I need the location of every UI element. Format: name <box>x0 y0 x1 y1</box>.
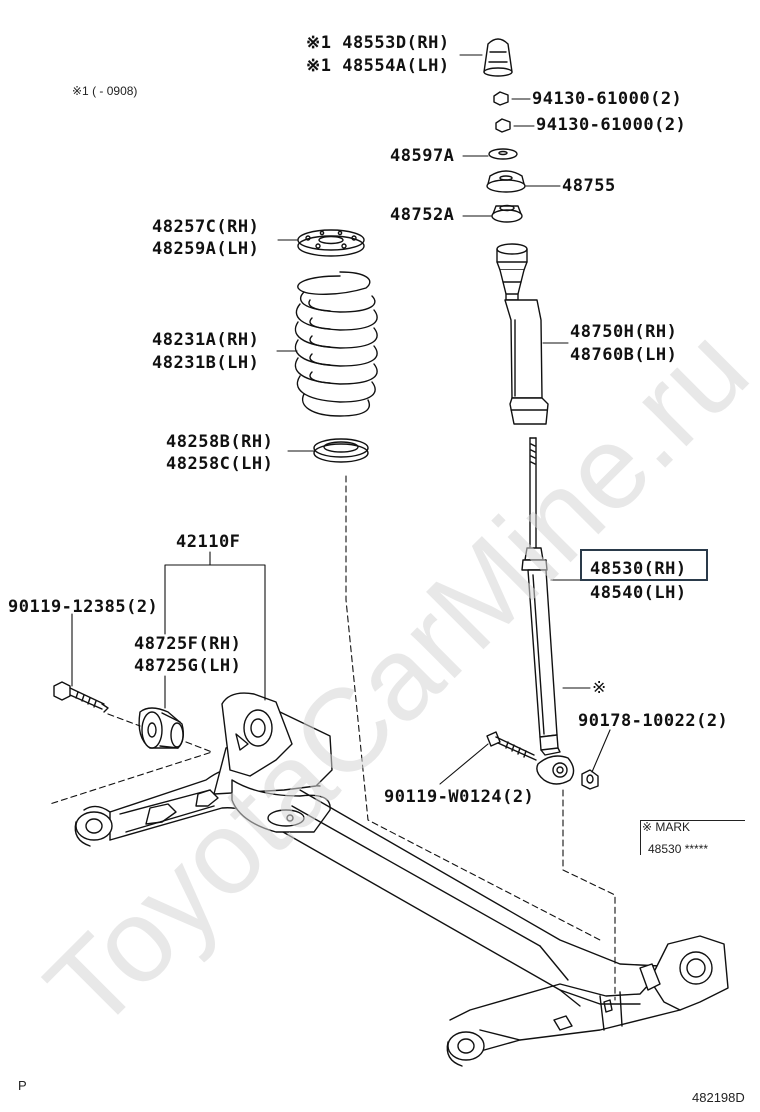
callout-spring-upper-seat-rh[interactable]: 48257C(RH) <box>152 217 260 237</box>
callout-boot-lh[interactable]: 48760B(LH) <box>570 345 678 365</box>
callout-lower-bolt[interactable]: 90119-W0124(2) <box>384 787 535 807</box>
bushing <box>138 707 185 749</box>
axle-bolt <box>53 681 109 713</box>
callout-spring-lh[interactable]: 48231B(LH) <box>152 353 260 373</box>
support <box>486 170 526 193</box>
callout-spring-lower-seat-rh[interactable]: 48258B(RH) <box>166 432 274 452</box>
callout-axle-bolt[interactable]: 90119-12385(2) <box>8 597 159 617</box>
callout-nut-2[interactable]: 94130-61000(2) <box>536 115 687 135</box>
coil-spring <box>294 271 378 417</box>
callout-bumper-rh[interactable]: ※1 48553D(RH) <box>306 33 450 53</box>
lower-nut <box>581 769 599 790</box>
nut-upper-2 <box>495 118 511 133</box>
page-code: P <box>18 1078 27 1093</box>
callout-bushing-lh[interactable]: 48725G(LH) <box>134 656 242 676</box>
callout-boot-rh[interactable]: 48750H(RH) <box>570 322 678 342</box>
callout-bushing-rh[interactable]: 48725F(RH) <box>134 634 242 654</box>
callout-bearing[interactable]: 48752A <box>390 205 455 225</box>
spring-upper-seat <box>297 229 365 257</box>
bump-stopper <box>483 38 513 77</box>
dust-boot <box>496 243 549 425</box>
mark-box-title: ※ MARK <box>642 820 691 834</box>
callout-spring-lower-seat-lh[interactable]: 48258C(LH) <box>166 454 274 474</box>
callout-absorber-rh[interactable]: 48530(RH) <box>590 559 687 579</box>
lower-bolt <box>486 731 537 761</box>
callout-absorber-lh[interactable]: 48540(LH) <box>590 583 687 603</box>
callout-lower-nut[interactable]: 90178-10022(2) <box>578 711 729 731</box>
callout-axle-beam[interactable]: 42110F <box>176 532 241 552</box>
callout-washer[interactable]: 48597A <box>390 146 455 166</box>
torsion-beam-axle <box>74 692 729 1067</box>
note-period: ※1 ( - 0908) <box>72 84 138 98</box>
highlight-box <box>580 549 708 581</box>
callout-spring-rh[interactable]: 48231A(RH) <box>152 330 260 350</box>
callout-bumper-lh[interactable]: ※1 48554A(LH) <box>306 56 450 76</box>
washer <box>488 148 518 160</box>
callout-spring-upper-seat-lh[interactable]: 48259A(LH) <box>152 239 260 259</box>
mark-symbol: ※ <box>592 678 607 698</box>
nut-upper-1 <box>493 91 509 106</box>
spring-lower-seat <box>313 438 369 463</box>
mark-box-value: 48530 ***** <box>648 842 709 856</box>
diagram-id: 482198D <box>692 1090 745 1105</box>
callout-support[interactable]: 48755 <box>562 176 616 196</box>
shock-absorber-body <box>521 437 575 785</box>
mark-box <box>640 820 745 855</box>
bearing <box>491 204 523 223</box>
callout-nut-1[interactable]: 94130-61000(2) <box>532 89 683 109</box>
